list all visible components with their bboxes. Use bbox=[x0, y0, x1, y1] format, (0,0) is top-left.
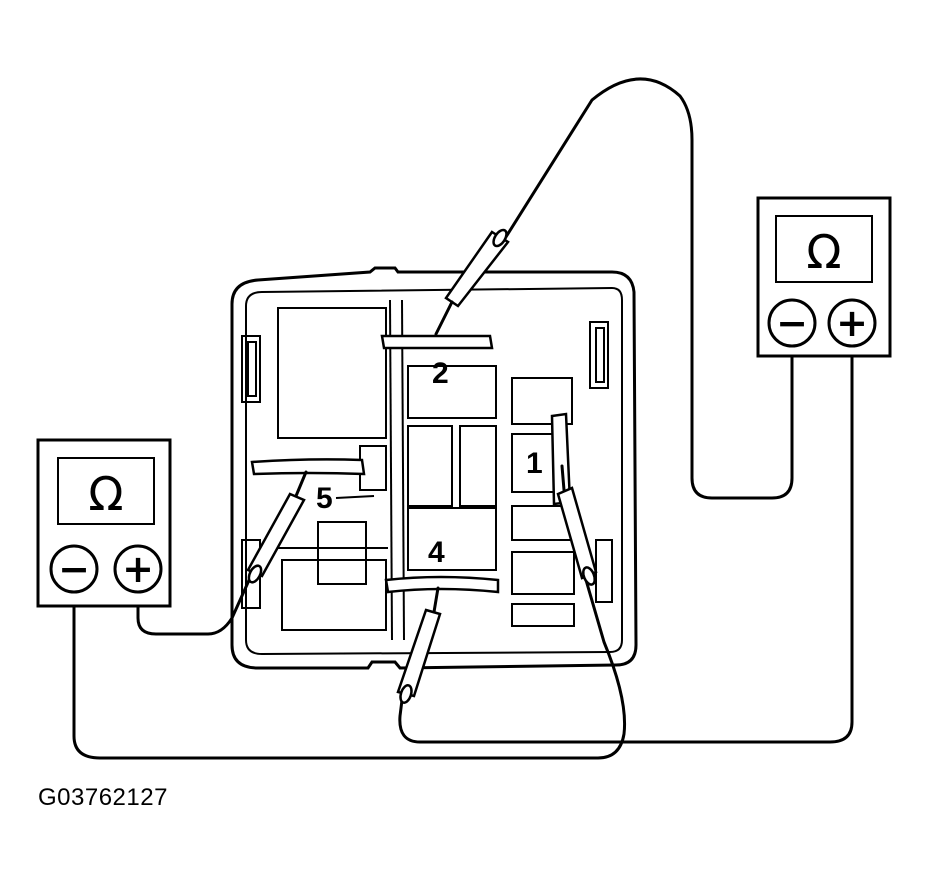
positive-terminal-left: + bbox=[122, 547, 154, 591]
probe-terminal-4 bbox=[396, 586, 442, 704]
terminal-4-blade bbox=[384, 575, 500, 594]
terminal-label-4: 4 bbox=[428, 536, 445, 569]
ohm-symbol-right: Ω bbox=[806, 225, 841, 279]
probe-terminal-1 bbox=[556, 464, 598, 586]
negative-terminal-right: − bbox=[776, 301, 808, 345]
terminal-label-1: 1 bbox=[526, 447, 543, 480]
figure-code: G03762127 bbox=[38, 784, 168, 811]
test-leads bbox=[72, 77, 854, 760]
probe-terminal-2 bbox=[434, 228, 510, 336]
positive-terminal-right: + bbox=[836, 301, 868, 345]
ohmmeter-right: Ω − + bbox=[756, 196, 892, 358]
terminal-2-blade bbox=[380, 334, 494, 350]
ohmmeter-left: Ω − + bbox=[36, 438, 172, 608]
probe-terminal-5 bbox=[246, 470, 308, 584]
ohm-symbol-left: Ω bbox=[88, 467, 123, 521]
negative-terminal-left: − bbox=[58, 547, 90, 591]
terminal-5-blade bbox=[250, 458, 366, 476]
terminal-label-2: 2 bbox=[432, 357, 449, 390]
terminal-label-5: 5 bbox=[316, 482, 333, 515]
